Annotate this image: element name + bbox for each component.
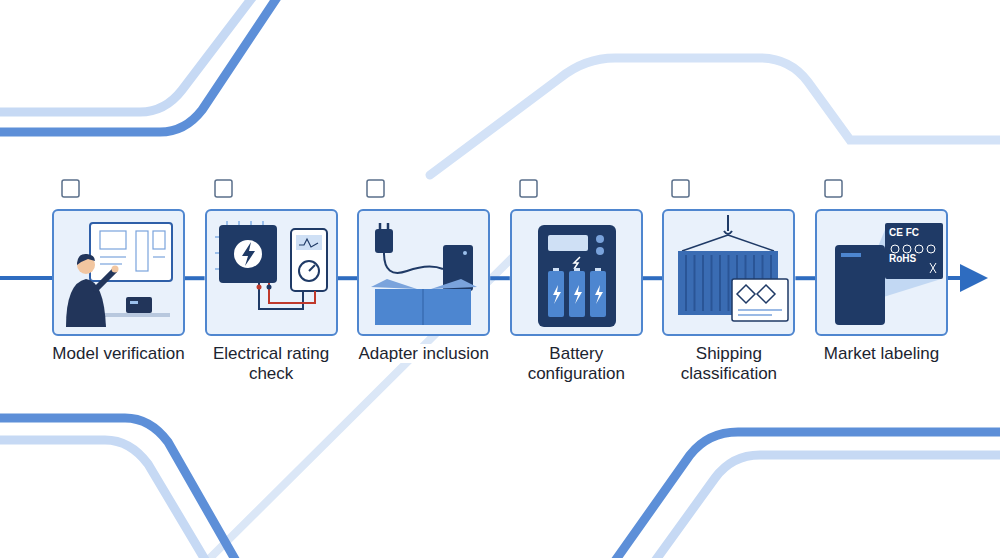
step-label: Battery configuration <box>501 344 651 385</box>
flow-connector <box>795 276 815 280</box>
flow-connector <box>643 276 663 280</box>
marking-text: CE FC <box>889 228 919 238</box>
step-label: Electrical rating check <box>196 344 346 385</box>
step-tile: Electrical rating check <box>205 209 338 336</box>
step-tile: Adapter inclusion <box>357 209 490 336</box>
tile-fill <box>662 209 795 336</box>
step-tile: Market labeling <box>815 209 948 336</box>
tile-fills <box>52 209 948 336</box>
step-label-text: Model verification <box>52 344 184 363</box>
battery-charger-illustration <box>538 225 616 327</box>
container-illustration <box>678 215 788 321</box>
decor-curve <box>0 0 282 132</box>
container-rib <box>702 255 704 311</box>
flow-connector <box>490 276 510 280</box>
checkbox <box>62 180 79 197</box>
container-rib <box>719 255 721 311</box>
decor-curve <box>610 432 1000 558</box>
checkbox <box>215 180 232 197</box>
step-label: Shipping classification <box>654 344 804 385</box>
decor-curve <box>0 0 258 112</box>
flow-connector <box>338 276 358 280</box>
step-tile: Shipping classification <box>662 209 795 336</box>
step-tile: Battery configuration <box>510 209 643 336</box>
container-rib <box>694 255 696 311</box>
flow-connector <box>185 276 205 280</box>
step-label-text: Electrical rating check <box>213 344 329 383</box>
tile-fill <box>357 209 490 336</box>
circuit-meter-illustration <box>215 221 327 309</box>
marking-text: RoHS <box>889 254 916 264</box>
tile-fill <box>510 209 643 336</box>
step-tile: Model verification <box>52 209 185 336</box>
checkbox-row <box>62 180 842 197</box>
step-label-text: Battery configuration <box>528 344 625 383</box>
step-label: Market labeling <box>807 344 957 364</box>
decor-curve <box>430 58 1000 175</box>
container-rib <box>728 255 730 311</box>
labeling-illustration <box>835 223 943 325</box>
tile-fill <box>815 209 948 336</box>
tile-fill <box>52 209 185 336</box>
container-rib <box>711 255 713 311</box>
decor-curve <box>650 455 1000 558</box>
adapter-box-illustration <box>371 223 477 325</box>
flow-line-start <box>0 276 52 280</box>
checkbox <box>520 180 537 197</box>
tile-fill <box>205 209 338 336</box>
step-label-text: Shipping classification <box>681 344 777 383</box>
decor-curve <box>0 418 240 558</box>
engineer-illustration <box>66 223 172 327</box>
checkbox <box>825 180 842 197</box>
flow-arrowhead <box>960 264 988 292</box>
checkbox <box>367 180 384 197</box>
step-label-text: Adapter inclusion <box>358 344 488 363</box>
step-label-text: Market labeling <box>824 344 939 363</box>
step-label: Adapter inclusion <box>349 344 499 364</box>
decor-curve <box>0 440 210 558</box>
step-label: Model verification <box>44 344 194 364</box>
checkbox <box>672 180 689 197</box>
container-rib <box>685 255 687 311</box>
